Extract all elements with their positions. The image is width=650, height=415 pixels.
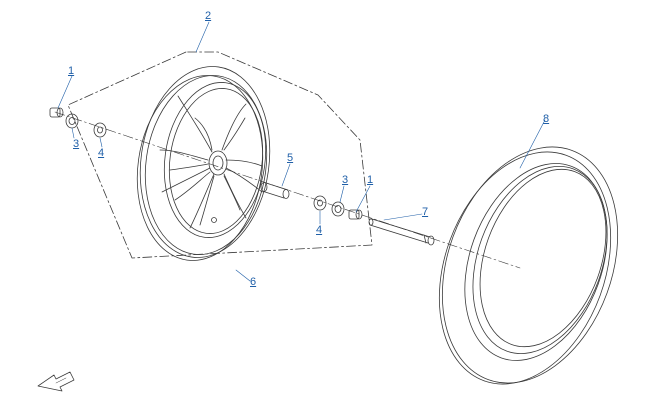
callout-label: 4	[316, 224, 323, 236]
callout-8[interactable]: 8	[543, 113, 549, 125]
part-5-collar	[260, 182, 290, 199]
callout-4-right[interactable]: 4	[316, 224, 322, 236]
part-4-right-spacer	[313, 195, 327, 211]
part-1-right-cap	[348, 209, 363, 220]
callout-6[interactable]: 6	[250, 276, 256, 288]
callout-label: 4	[98, 147, 105, 159]
part-3-right-seal	[331, 201, 345, 217]
callout-label: 3	[342, 174, 349, 186]
callout-label: 6	[250, 276, 257, 288]
assembly-outline	[67, 51, 373, 259]
callout-label: 8	[543, 113, 550, 125]
callout-4-left[interactable]: 4	[98, 147, 104, 159]
callout-3-left[interactable]: 3	[73, 138, 79, 150]
front-direction-arrow-icon	[37, 371, 75, 392]
callout-3-right[interactable]: 3	[342, 174, 348, 186]
tire	[438, 146, 619, 385]
part-1-left-cap	[49, 107, 64, 118]
callout-label: 3	[73, 138, 80, 150]
part-7-axle	[368, 218, 435, 246]
callout-2[interactable]: 2	[205, 10, 211, 22]
callout-label: 5	[287, 152, 294, 164]
part-3-left-seal	[65, 113, 79, 129]
callout-label: 2	[205, 10, 212, 22]
callout-7[interactable]: 7	[422, 206, 428, 218]
callout-1-right[interactable]: 1	[367, 174, 373, 186]
callout-leaders	[57, 21, 546, 282]
wheel-rim	[136, 66, 271, 261]
part-4-left-spacer	[93, 122, 107, 138]
callout-1-left[interactable]: 1	[68, 65, 74, 77]
callout-label: 1	[367, 174, 374, 186]
callout-label: 7	[422, 206, 429, 218]
axle-axis-line	[54, 111, 521, 269]
callout-5[interactable]: 5	[287, 152, 293, 164]
callout-label: 1	[68, 65, 75, 77]
